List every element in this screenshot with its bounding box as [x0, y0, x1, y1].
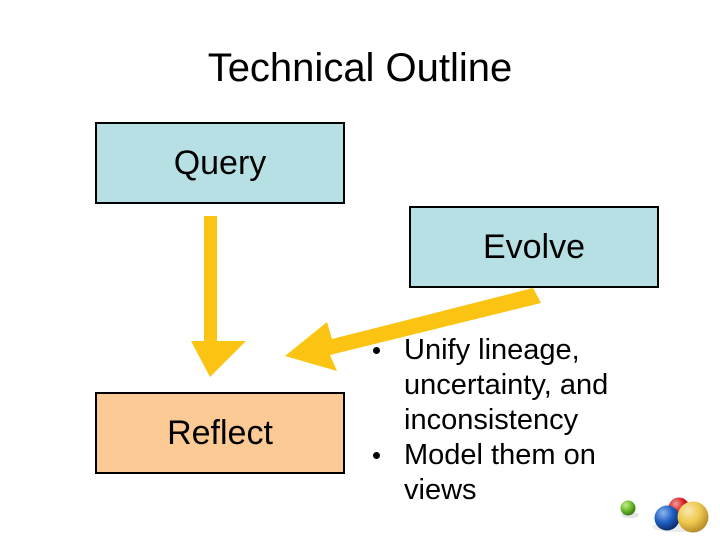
- arrow-query-to-reflect: [191, 216, 246, 377]
- bullet-list: Unify lineage, uncertainty, and inconsis…: [366, 333, 666, 508]
- node-box-evolve[interactable]: Evolve: [409, 206, 659, 288]
- sphere-shadow: [652, 522, 704, 532]
- list-item-text: Unify lineage, uncertainty, and inconsis…: [404, 334, 609, 436]
- page-title: Technical Outline: [207, 46, 513, 90]
- list-item: Model them on views: [366, 438, 666, 508]
- bullet-dot-icon: [373, 452, 380, 459]
- list-item-text: Model them on views: [404, 439, 596, 506]
- sphere-red-icon: [668, 497, 690, 519]
- list-item: Unify lineage, uncertainty, and inconsis…: [366, 333, 666, 438]
- node-box-reflect[interactable]: Reflect: [95, 392, 345, 474]
- node-box-reflect-label: Reflect: [167, 414, 273, 452]
- node-box-query-label: Query: [173, 144, 267, 182]
- sphere-yellow-icon: [677, 501, 709, 533]
- node-box-query[interactable]: Query: [95, 122, 345, 204]
- sphere-shadow: [621, 512, 639, 518]
- sphere-blue-icon: [654, 505, 680, 531]
- bullet-dot-icon: [373, 347, 380, 354]
- node-box-evolve-label: Evolve: [482, 228, 586, 266]
